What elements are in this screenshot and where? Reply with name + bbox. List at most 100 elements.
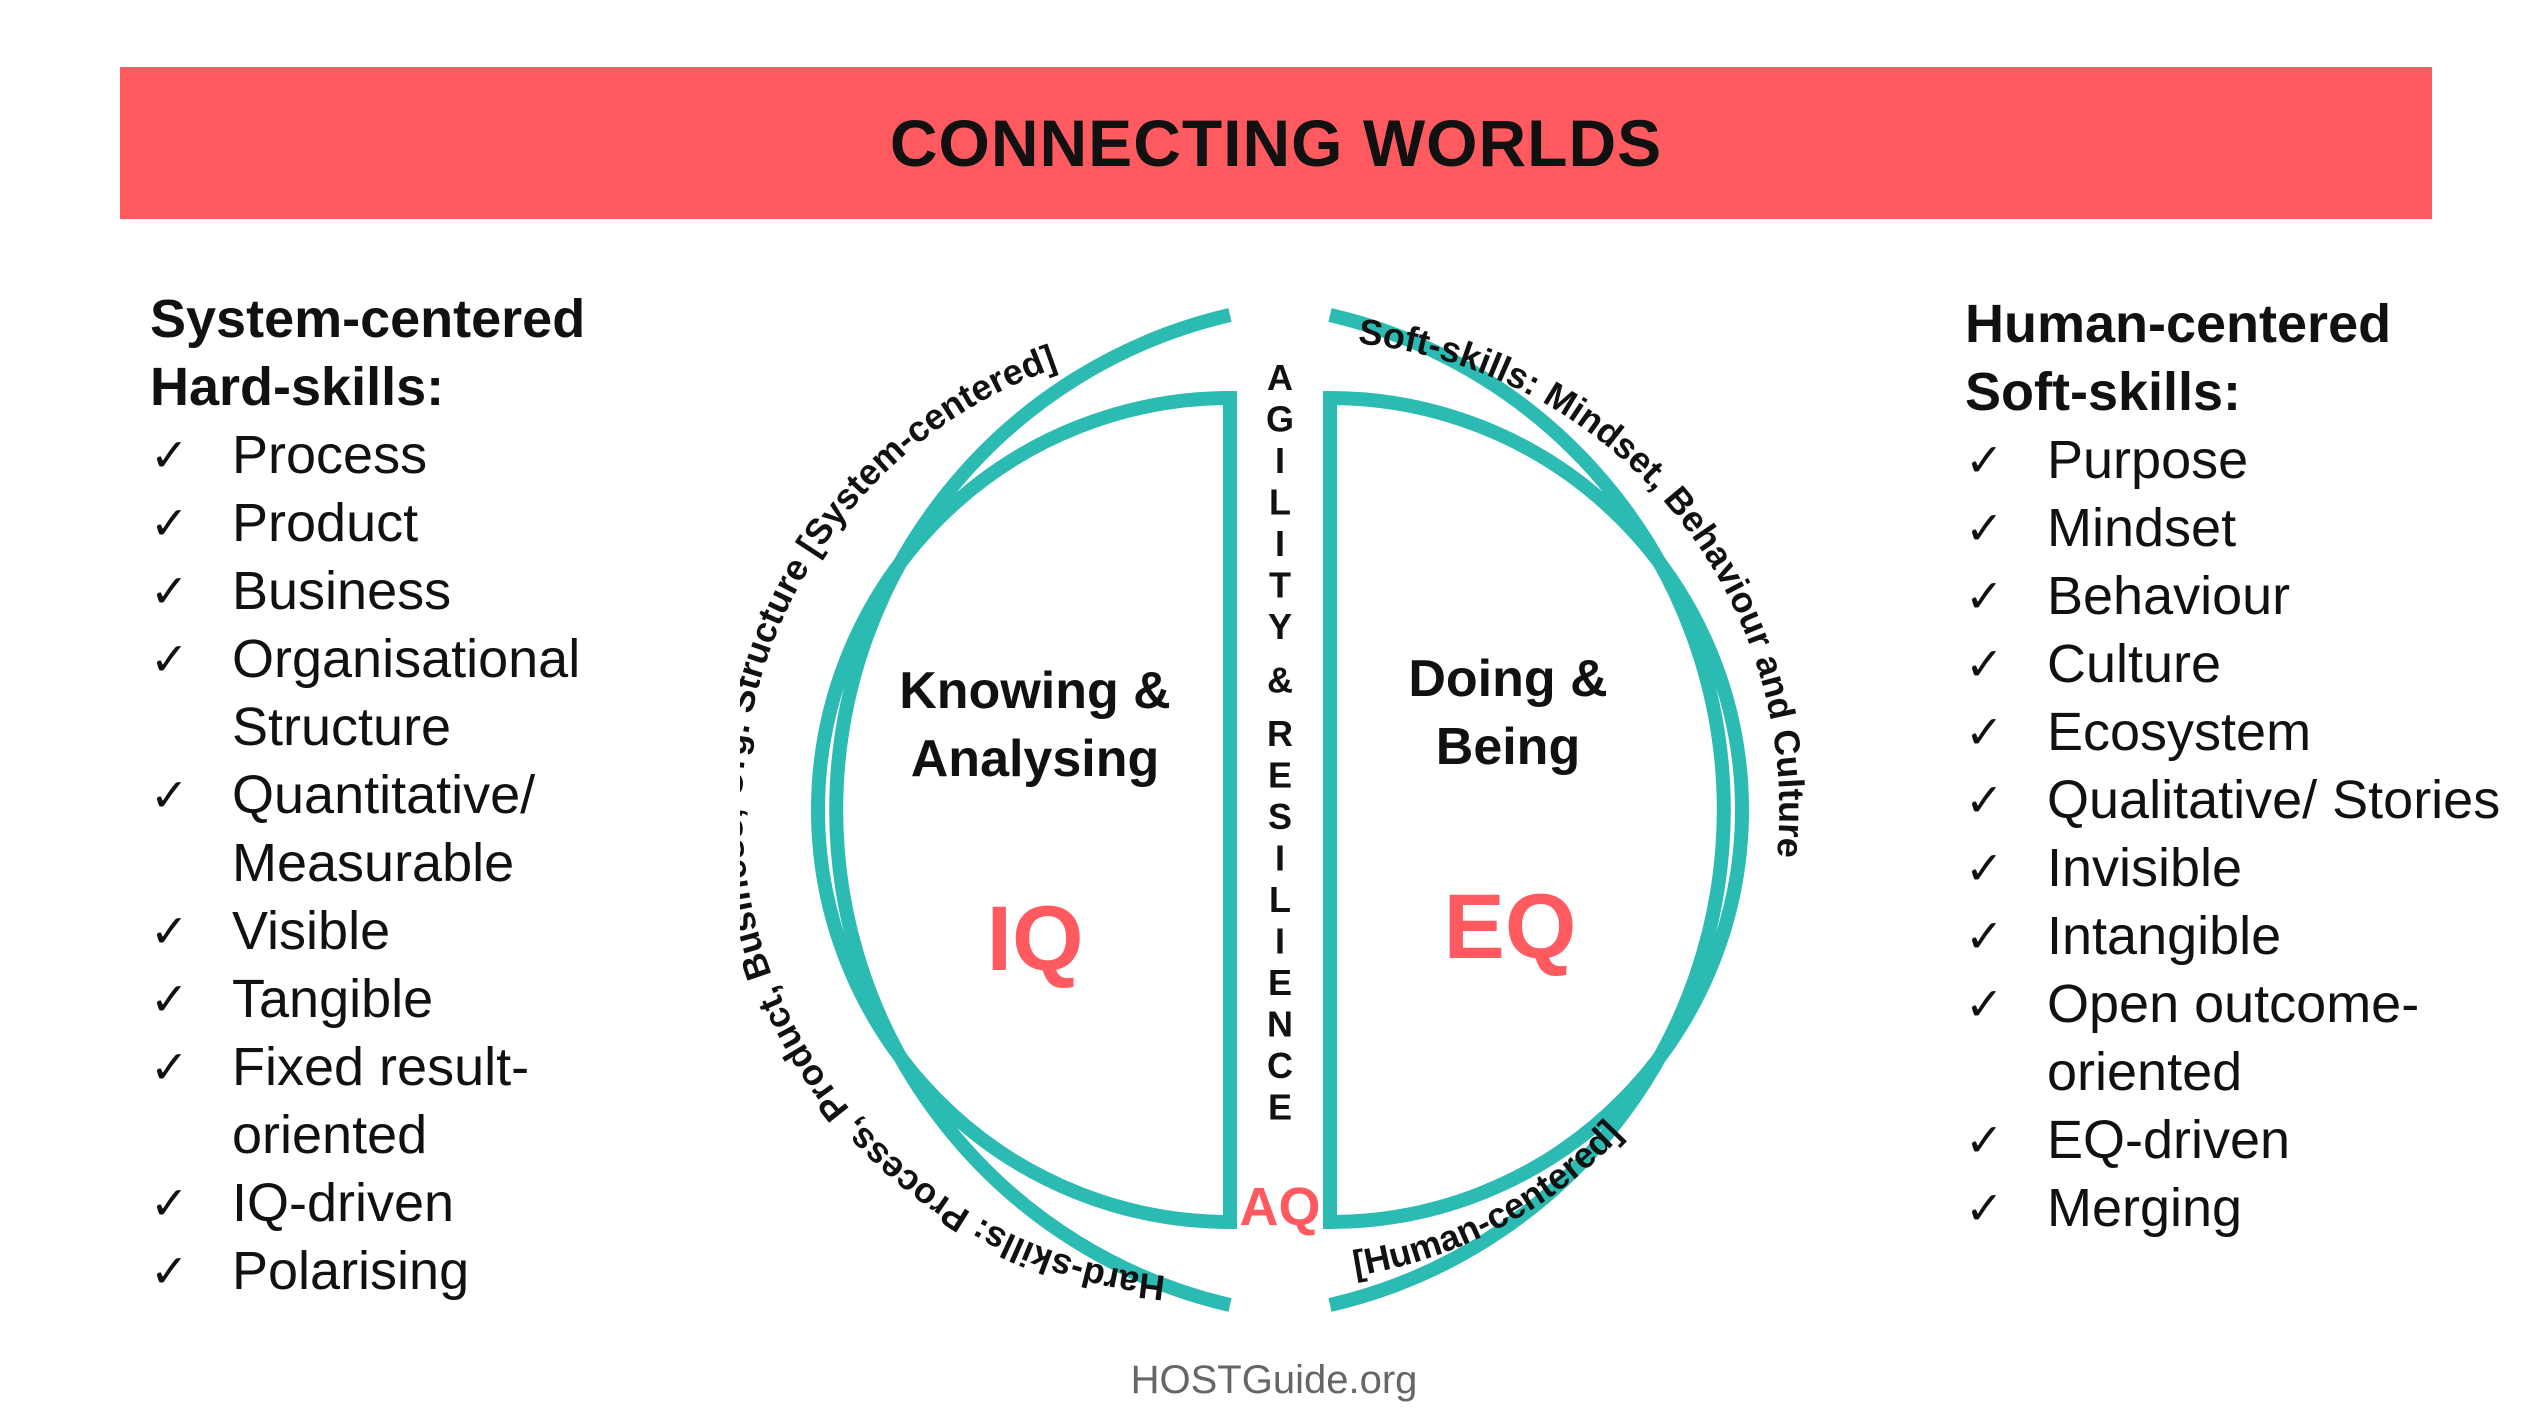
- soft-skill-item: ✓ EQ-driven: [1965, 1106, 2525, 1174]
- vertical-letter: C: [1267, 1045, 1293, 1086]
- diagram-svg: Hard-skills: Process, Product, Business,…: [740, 308, 1812, 1312]
- hard-skill-item: ✓ Polarising: [150, 1237, 670, 1305]
- hard-skill-item-label: Process: [232, 425, 428, 485]
- connecting-worlds-diagram: Hard-skills: Process, Product, Business,…: [740, 290, 1820, 1330]
- hard-skills-heading-line1: System-centered: [150, 289, 586, 349]
- soft-skill-item-label: Purpose: [2047, 430, 2249, 490]
- hard-skill-item: ✓ Quantitative/ Measurable: [150, 761, 670, 897]
- soft-skill-item: ✓ Open outcome-oriented: [1965, 970, 2525, 1106]
- soft-skill-item: ✓ Culture: [1965, 630, 2525, 698]
- check-icon: ✓: [1965, 638, 2004, 690]
- check-icon: ✓: [150, 429, 189, 481]
- hard-skill-item-label: Product: [232, 493, 419, 553]
- hard-skills-heading: System-centered Hard-skills:: [150, 285, 670, 421]
- vertical-letter: N: [1267, 1004, 1293, 1045]
- iq-badge: IQ: [986, 888, 1083, 990]
- vertical-letter: A: [1267, 357, 1293, 398]
- soft-skill-item: ✓ Merging: [1965, 1174, 2525, 1242]
- soft-skill-item-label: EQ-driven: [2047, 1110, 2291, 1170]
- hard-skill-item-label: Business: [232, 561, 452, 621]
- hard-skill-item-label: Visible: [232, 901, 391, 961]
- vertical-ampersand: &: [1267, 660, 1293, 701]
- soft-skill-item-label: Intangible: [2047, 906, 2282, 966]
- check-icon: ✓: [1965, 978, 2004, 1030]
- check-icon: ✓: [1965, 774, 2004, 826]
- soft-skill-item-label: Culture: [2047, 634, 2222, 694]
- hard-skill-item: ✓IQ-driven: [150, 1169, 670, 1237]
- hard-skill-item: ✓Organisational Structure: [150, 625, 670, 761]
- soft-skill-item: ✓ Behaviour: [1965, 562, 2525, 630]
- title-banner: CONNECTING WORLDS: [120, 67, 2432, 219]
- outer-ring-right: [1328, 308, 1731, 1312]
- soft-skill-item: ✓ Intangible: [1965, 902, 2525, 970]
- hard-skill-item: ✓ Business: [150, 557, 670, 625]
- soft-skill-item: ✓ Mindset: [1965, 494, 2525, 562]
- vertical-letter: E: [1268, 962, 1292, 1003]
- page-title: CONNECTING WORLDS: [889, 106, 1663, 180]
- inner-ring-left: [811, 390, 1237, 1230]
- hard-skill-item: ✓Product: [150, 489, 670, 557]
- hard-skill-item-label: Tangible: [232, 969, 434, 1029]
- arc-text-human-centered-path: [Human-centered]: [1350, 1112, 1629, 1284]
- vertical-letter: Y: [1268, 606, 1292, 647]
- soft-skill-item-label: Qualitative/ Stories: [2047, 770, 2501, 830]
- hard-skill-item: ✓ Visible: [150, 897, 670, 965]
- soft-skills-heading-line2: Soft-skills:: [1965, 362, 2242, 422]
- hard-skill-item-label: Polarising: [232, 1241, 470, 1301]
- vertical-letter: E: [1268, 755, 1292, 796]
- check-icon: ✓: [150, 1245, 189, 1297]
- left-half-line1: Knowing &: [899, 662, 1171, 720]
- outer-ring-left: [829, 308, 1232, 1312]
- hard-skills-column: System-centered Hard-skills: ✓Process✓Pr…: [150, 285, 670, 1305]
- soft-skill-item: ✓Invisible: [1965, 834, 2525, 902]
- hard-skill-item-label: Fixed result-oriented: [232, 1037, 530, 1165]
- check-icon: ✓: [150, 905, 189, 957]
- right-half-line2: Being: [1436, 718, 1580, 776]
- vertical-letter: I: [1275, 838, 1285, 879]
- soft-skill-item: ✓ Purpose: [1965, 426, 2525, 494]
- vertical-letter: S: [1268, 796, 1292, 837]
- vertical-letter: I: [1275, 523, 1285, 564]
- left-half-line2: Analysing: [911, 730, 1160, 788]
- hard-skill-item-label: IQ-driven: [232, 1173, 455, 1233]
- check-icon: ✓: [1965, 1182, 2004, 1234]
- vertical-letter: E: [1268, 1087, 1292, 1128]
- check-icon: ✓: [1965, 1114, 2004, 1166]
- hard-skill-item: ✓ Tangible: [150, 965, 670, 1033]
- vertical-letter: G: [1266, 399, 1294, 440]
- soft-skills-list: ✓ Purpose ✓ Mindset ✓ Behaviour ✓ Culture ✓ Ecosy…: [1965, 426, 2525, 1242]
- check-icon: ✓: [1965, 502, 2004, 554]
- check-icon: ✓: [150, 565, 189, 617]
- soft-skill-item-label: Open outcome-oriented: [2047, 974, 2420, 1102]
- vertical-letter: I: [1275, 440, 1285, 481]
- check-icon: ✓: [1965, 434, 2004, 486]
- vertical-letter: L: [1269, 879, 1291, 920]
- soft-skill-item: ✓ Ecosystem: [1965, 698, 2525, 766]
- check-icon: ✓: [1965, 842, 2004, 894]
- hard-skill-item-label: Quantitative/ Measurable: [232, 765, 536, 893]
- vertical-letter: I: [1275, 921, 1285, 962]
- soft-skills-heading-line1: Human-centered: [1965, 294, 2392, 354]
- check-icon: ✓: [1965, 706, 2004, 758]
- aq-badge: AQ: [1240, 1177, 1321, 1237]
- soft-skills-heading: Human-centered Soft-skills:: [1965, 290, 2525, 426]
- check-icon: ✓: [1965, 570, 2004, 622]
- check-icon: ✓: [150, 769, 189, 821]
- soft-skill-item: ✓ Qualitative/ Stories: [1965, 766, 2525, 834]
- check-icon: ✓: [150, 1041, 189, 1093]
- check-icon: ✓: [150, 973, 189, 1025]
- soft-skill-item-label: Mindset: [2047, 498, 2237, 558]
- vertical-letter: T: [1269, 565, 1291, 606]
- hard-skill-item: ✓ Fixed result-oriented: [150, 1033, 670, 1169]
- soft-skill-item-label: Ecosystem: [2047, 702, 2312, 762]
- check-icon: ✓: [1965, 910, 2004, 962]
- eq-badge: EQ: [1444, 876, 1577, 978]
- soft-skill-item-label: Behaviour: [2047, 566, 2291, 626]
- hard-skill-item-label: Organisational Structure: [232, 629, 581, 757]
- vertical-letter: R: [1267, 713, 1293, 754]
- hard-skills-list: ✓Process✓Product✓Business✓Organisational…: [150, 421, 670, 1305]
- hard-skill-item: ✓ Process: [150, 421, 670, 489]
- soft-skill-item-label: Merging: [2047, 1178, 2243, 1238]
- footer-source: HOSTGuide.org: [1130, 1358, 1418, 1402]
- vertical-letter: L: [1269, 482, 1291, 523]
